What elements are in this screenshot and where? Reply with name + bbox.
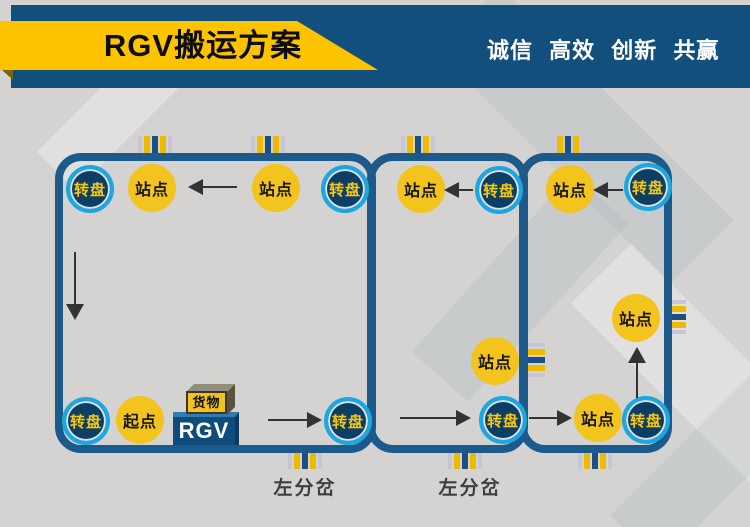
station-node: 站点 <box>574 394 622 442</box>
track-connector <box>251 136 285 158</box>
slogan-text: 诚信 高效 创新 共赢 <box>487 38 720 63</box>
station-node: 站点 <box>397 165 445 213</box>
track-connector <box>523 343 545 377</box>
station-node: 站点 <box>252 164 300 212</box>
turntable-node: 转盘 <box>62 397 110 445</box>
arrow-left-icon <box>188 179 237 195</box>
turntable-node: 转盘 <box>475 166 523 214</box>
arrow-down-icon <box>66 252 84 320</box>
page-title: RGV搬运方案 <box>103 28 303 63</box>
branch-label: 左分岔 <box>438 478 502 499</box>
station-node: 站点 <box>546 165 594 213</box>
arrow-right-icon <box>529 410 572 426</box>
cargo-side-face <box>227 384 235 415</box>
arrow-up-icon <box>628 347 646 398</box>
turntable-node: 转盘 <box>479 396 527 444</box>
station-node: 站点 <box>128 164 176 212</box>
track-connector <box>551 136 585 158</box>
turntable-node: 转盘 <box>622 396 670 444</box>
track-connector <box>138 136 172 158</box>
rgv-cart: RGV <box>173 412 239 445</box>
track-loop-right <box>519 153 672 453</box>
turntable-node: 转盘 <box>66 165 114 213</box>
turntable-node: 转盘 <box>324 397 372 445</box>
track-connector <box>664 300 686 334</box>
turntable-node: 转盘 <box>624 163 672 211</box>
cargo-top-face <box>186 384 235 392</box>
track-connector <box>578 447 612 469</box>
track-connector <box>448 447 482 469</box>
station-node: 站点 <box>471 337 519 385</box>
start-node: 起点 <box>116 396 164 444</box>
cargo-box: 货物 <box>186 391 227 414</box>
turntable-node: 转盘 <box>321 165 369 213</box>
ribbon-fold <box>2 70 13 80</box>
station-node: 站点 <box>612 294 660 342</box>
arrow-left-icon <box>444 182 473 198</box>
track-connector <box>288 447 322 469</box>
track-connector <box>401 136 435 158</box>
arrow-right-icon <box>268 412 322 428</box>
branch-label: 左分岔 <box>273 478 337 499</box>
arrow-right-icon <box>400 410 471 426</box>
arrow-left-icon <box>593 182 623 198</box>
